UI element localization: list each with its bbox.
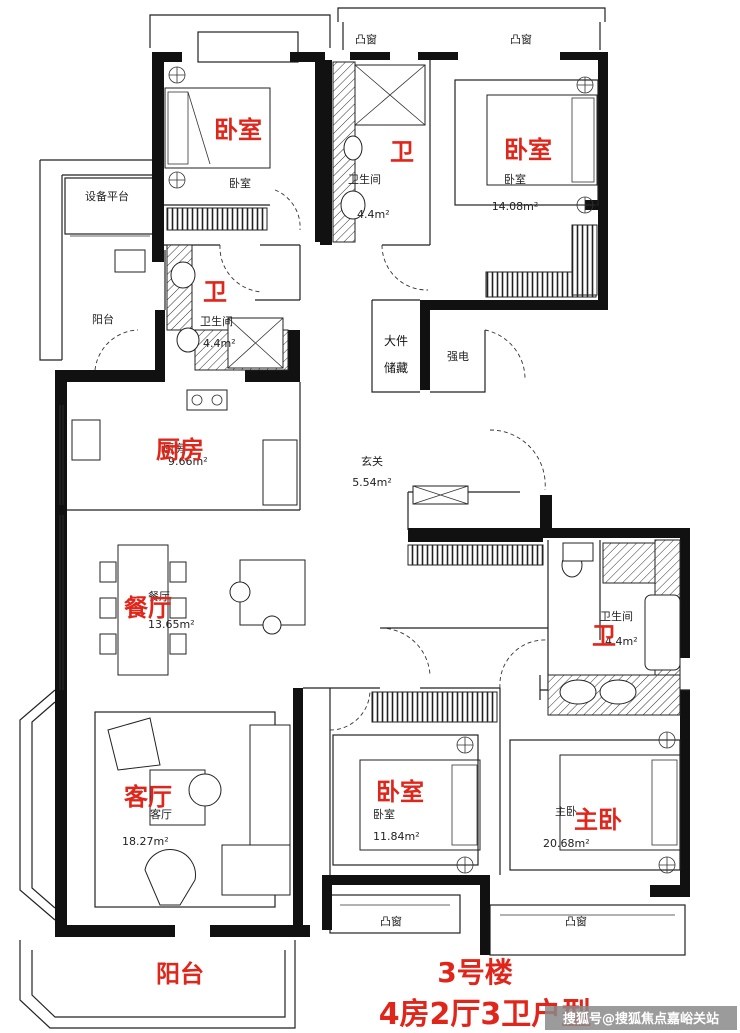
window-s2: 凸窗 xyxy=(565,914,587,928)
outline-lines xyxy=(19,7,686,1029)
lamp-icon xyxy=(576,196,594,214)
red-labels: 卧室 卫 卧室 卫 厨房 餐厅 卫 客厅 卧室 主卧 阳台 xyxy=(124,116,622,988)
master-small: 主卧 xyxy=(555,805,577,818)
bedroom-s-small: 卧室 xyxy=(373,807,395,821)
window-n2: 凸窗 xyxy=(510,32,532,46)
bath-n-area: 4.4m² xyxy=(357,208,390,221)
bath-n-small: 卫生间 xyxy=(348,172,381,186)
bath-e-small: 卫生间 xyxy=(600,609,633,623)
master-label: 主卧 xyxy=(574,806,622,834)
bedroom-s-label: 卧室 xyxy=(376,778,424,806)
storage-line1: 大件 xyxy=(384,334,408,348)
living-area: 18.27m² xyxy=(122,835,169,848)
lamp-icon xyxy=(456,856,474,874)
title-building: 3号楼 xyxy=(437,956,512,989)
bedroom-ne-small: 卧室 xyxy=(504,172,526,186)
window-s1: 凸窗 xyxy=(380,914,402,928)
bedroom-ne-label: 卧室 xyxy=(504,136,552,164)
bath-w-area: 4.4m² xyxy=(203,337,236,350)
dining-label: 餐厅 xyxy=(124,594,172,622)
kitchen-small: 厨房 xyxy=(163,442,185,455)
bedroom-ne-area: 14.08m² xyxy=(492,200,539,213)
dining-area: 13.65m² xyxy=(148,618,195,631)
bath-n-label: 卫 xyxy=(390,138,414,166)
master-area: 20.68m² xyxy=(543,837,590,850)
lamps xyxy=(168,66,676,874)
watermark-text: 搜狐号@搜狐焦点嘉峪关站 xyxy=(563,1011,719,1027)
bedroom-nw-label: 卧室 xyxy=(214,116,262,144)
lamp-icon xyxy=(658,731,676,749)
entrance-small: 玄关 xyxy=(361,454,383,468)
bath-e-area: 4.4m² xyxy=(605,635,638,648)
watermark: 搜狐号@搜狐焦点嘉峪关站 xyxy=(545,1006,737,1030)
bath-w-label: 卫 xyxy=(203,278,227,306)
balcony-w-small: 阳台 xyxy=(92,312,114,326)
kitchen-area: 9.66m² xyxy=(168,455,208,468)
bath-w-small: 卫生间 xyxy=(200,314,233,328)
bath-e-label: 卫 xyxy=(592,622,616,650)
furniture xyxy=(71,64,681,908)
kitchen-label: 厨房 xyxy=(156,436,204,464)
bedroom-s-area: 11.84m² xyxy=(373,830,420,843)
living-small: 客厅 xyxy=(150,807,172,821)
bedroom-nw-small: 卧室 xyxy=(229,176,251,190)
dining-small: 餐厅 xyxy=(148,589,170,603)
balcony-s-label: 阳台 xyxy=(156,960,204,988)
utility-balcony-small: 设备平台 xyxy=(85,189,129,203)
walls xyxy=(55,52,690,955)
window-n1: 凸窗 xyxy=(355,32,377,46)
electric-small: 强电 xyxy=(447,350,469,363)
living-label: 客厅 xyxy=(124,783,172,811)
storage-line2: 储藏 xyxy=(384,360,408,375)
lamp-icon xyxy=(576,76,594,94)
lamp-icon xyxy=(456,736,474,754)
doors xyxy=(94,189,549,731)
lamp-icon xyxy=(168,171,186,189)
small-labels: 卧室 卫生间 4.4m² 卧室 14.08m² 设备平台 阳台 卫生间 4.4m… xyxy=(85,32,638,928)
lamp-icon xyxy=(658,856,676,874)
entrance-area: 5.54m² xyxy=(352,476,392,489)
lamp-icon xyxy=(168,66,186,84)
